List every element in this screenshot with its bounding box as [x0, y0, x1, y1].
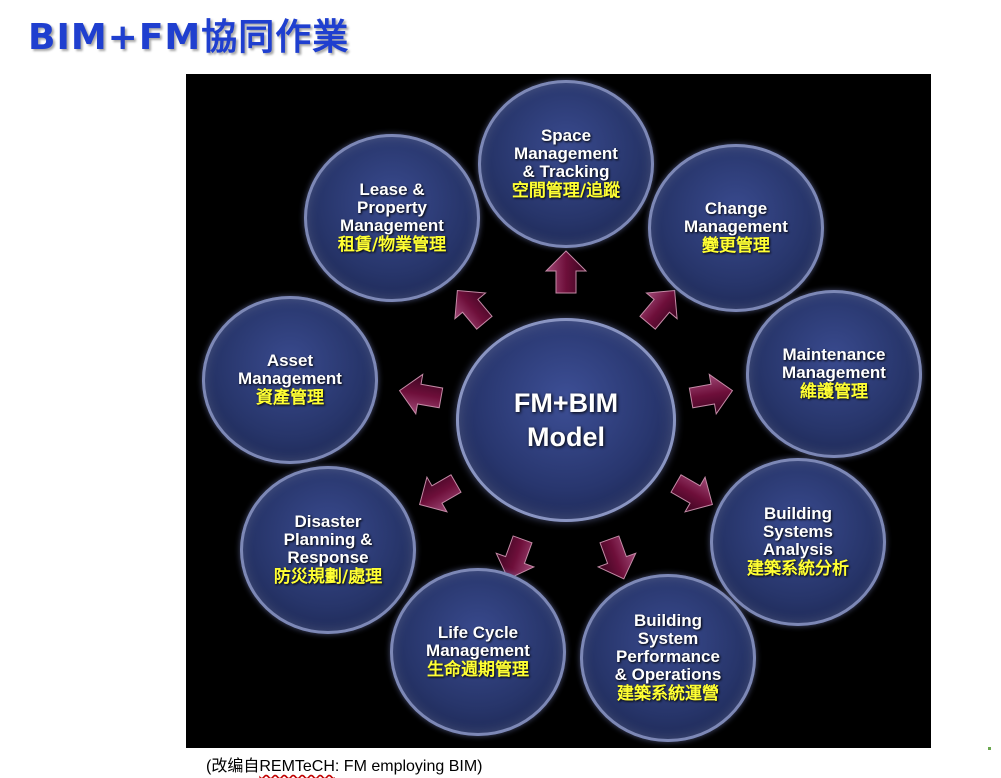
node-building-systems-analysis: Building Systems Analysis 建築系統分析	[710, 458, 886, 626]
outward-arrow-icon	[596, 535, 637, 580]
center-node-fm-bim-model: FM+BIM Model	[456, 318, 676, 522]
caption-suffix: : FM employing BIM)	[334, 758, 483, 775]
outward-arrow-icon	[495, 535, 536, 580]
node-chinese-label: 資產管理	[256, 387, 324, 408]
fm-bim-diagram: FM+BIM Model Space Management & Tracking…	[186, 74, 931, 748]
node-english-label: Building Systems Analysis	[763, 503, 833, 559]
node-chinese-label: 防災規劃/處理	[273, 566, 383, 587]
outward-arrow-icon	[670, 474, 713, 513]
node-chinese-label: 維護管理	[800, 381, 868, 402]
node-lease-property-management: Lease & Property Management 租賃/物業管理	[304, 134, 480, 302]
caption-source: REMTeCH	[259, 758, 335, 775]
node-english-label: Disaster Planning & Response	[283, 511, 373, 567]
node-chinese-label: 生命週期管理	[427, 659, 529, 680]
node-building-system-performance: Building System Performance & Operations…	[580, 574, 756, 742]
node-english-label: Maintenance Management	[782, 344, 886, 382]
node-chinese-label: 租賃/物業管理	[337, 234, 447, 255]
node-english-label: Lease & Property Management	[340, 179, 444, 235]
source-caption: (改编自REMTeCH: FM employing BIM)	[206, 752, 483, 776]
node-english-label: Building System Performance & Operations	[614, 610, 722, 684]
node-english-label: Space Management & Tracking	[514, 125, 618, 181]
node-english-label: Change Management	[684, 198, 788, 236]
arrow-ring	[398, 250, 734, 580]
outward-arrow-icon	[639, 289, 678, 330]
node-chinese-label: 變更管理	[702, 235, 770, 256]
node-english-label: Life Cycle Management	[426, 622, 530, 660]
node-change-management: Change Management 變更管理	[648, 144, 824, 312]
outward-arrow-icon	[398, 373, 444, 416]
caption-prefix: (改编自	[206, 758, 260, 775]
node-english-label: Asset Management	[238, 350, 342, 388]
outward-arrow-icon	[688, 373, 734, 416]
node-life-cycle-management: Life Cycle Management 生命週期管理	[390, 568, 566, 736]
node-maintenance-management: Maintenance Management 維護管理	[746, 290, 922, 458]
outward-arrow-icon	[419, 474, 462, 513]
outward-arrow-icon	[454, 289, 493, 330]
outward-arrow-icon	[544, 250, 588, 294]
node-disaster-planning: Disaster Planning & Response 防災規劃/處理	[240, 466, 416, 634]
node-chinese-label: 建築系統分析	[747, 558, 849, 579]
center-label: FM+BIM Model	[513, 388, 619, 452]
node-chinese-label: 空間管理/追蹤	[511, 180, 621, 201]
slide-title: BIM+FM協同作業	[28, 17, 350, 58]
node-asset-management: Asset Management 資產管理	[202, 296, 378, 464]
node-chinese-label: 建築系統運營	[617, 683, 719, 704]
corner-dot	[988, 747, 991, 750]
node-space-management: Space Management & Tracking 空間管理/追蹤	[478, 80, 654, 248]
